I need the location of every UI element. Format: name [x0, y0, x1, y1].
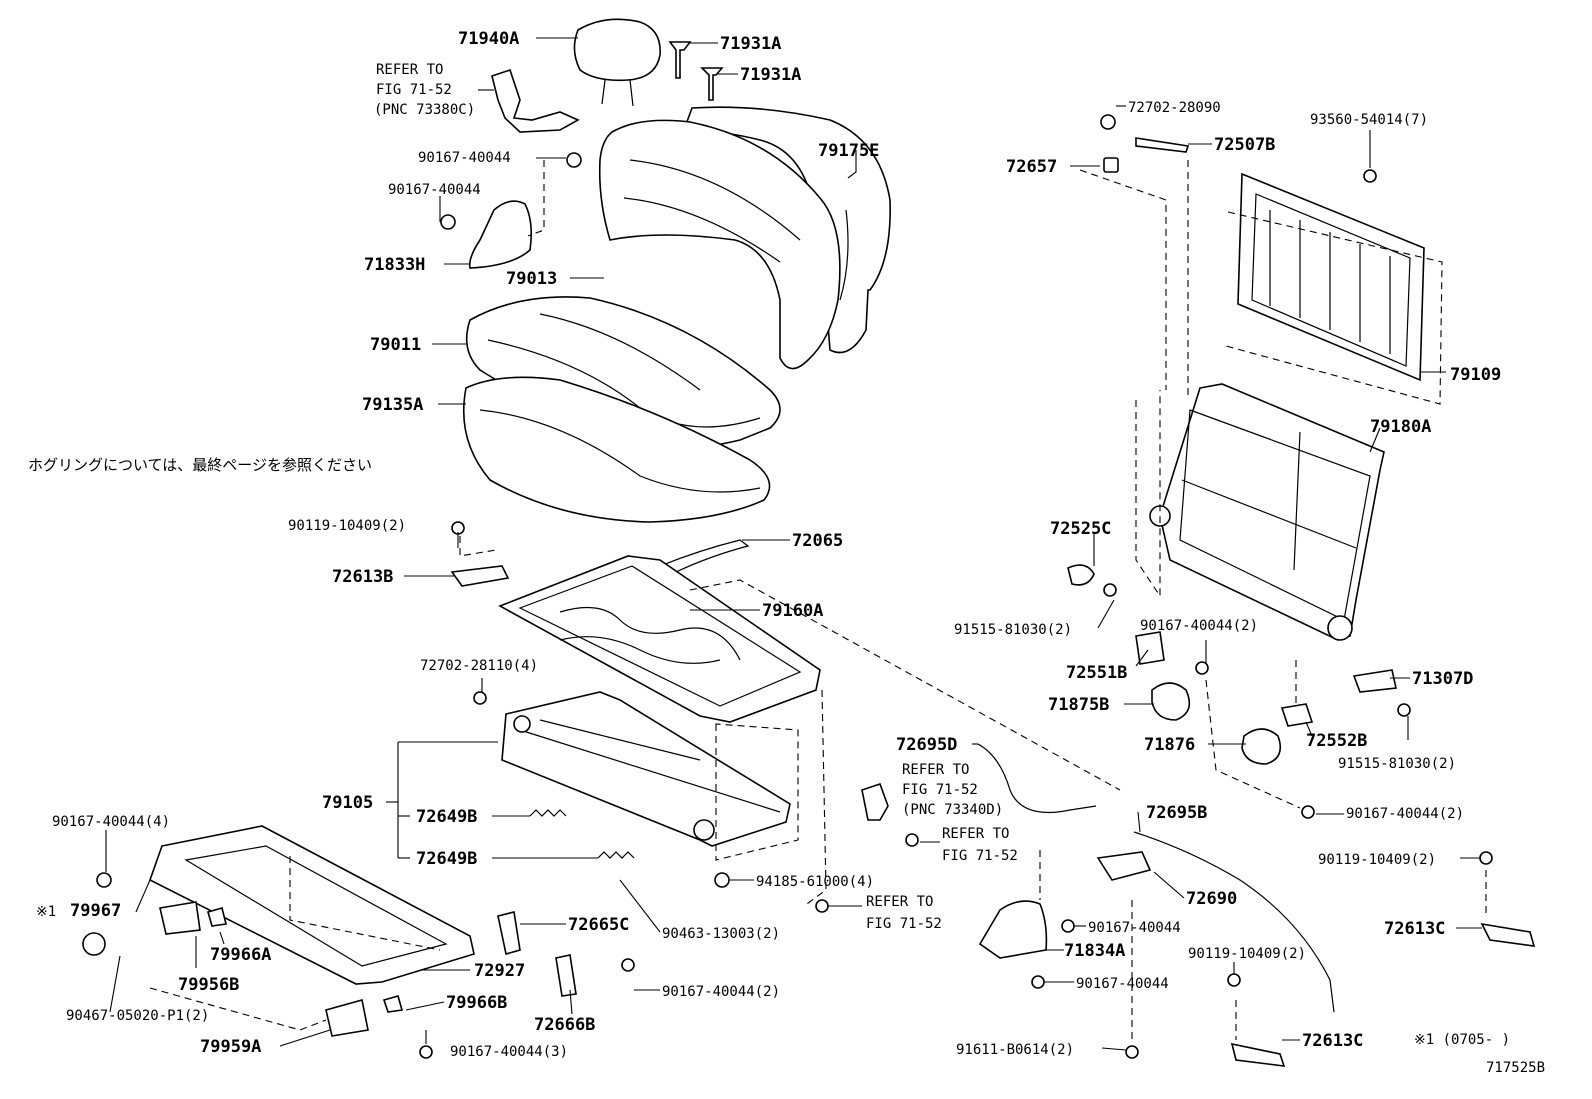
label-72690: 72690	[1186, 889, 1237, 909]
label-79109: 79109	[1450, 365, 1501, 385]
label-90167-2b: 90167-40044(2)	[1140, 618, 1258, 634]
label-79160a: 79160A	[762, 601, 823, 621]
figure-number: 717525B	[1486, 1060, 1545, 1076]
label-94185: 94185-61000(4)	[756, 874, 874, 890]
label-72525c: 72525C	[1050, 519, 1111, 539]
label-refer-3: REFER TO	[942, 826, 1009, 842]
label-72927: 72927	[474, 961, 525, 981]
headrest-supports	[668, 41, 724, 101]
label-refer-4: REFER TO	[866, 894, 933, 910]
label-71833h: 71833H	[364, 255, 425, 275]
hinge-72613b	[450, 565, 510, 587]
label-71931a-1: 71931A	[720, 34, 781, 54]
label-90167-c: 90167-40044	[1088, 920, 1181, 936]
label-79180a: 79180A	[1370, 417, 1431, 437]
label-90119-a: 90119-10409(2)	[288, 518, 406, 534]
guide-lines	[149, 160, 1487, 1040]
label-refer-2: REFER TO	[902, 762, 969, 778]
label-refer-2c: (PNC 73340D)	[902, 802, 1003, 818]
label-72695d: 72695D	[896, 735, 957, 755]
lower-cover	[149, 825, 475, 985]
label-79013: 79013	[506, 269, 557, 289]
label-71834a: 71834A	[1064, 941, 1125, 961]
label-90167-d: 90167-40044	[1076, 976, 1169, 992]
label-72657: 72657	[1006, 157, 1057, 177]
label-90167-4: 90167-40044(4)	[52, 814, 170, 830]
label-refer-2b: FIG 71-52	[902, 782, 978, 798]
label-72702-28110: 72702-28110(4)	[420, 658, 538, 674]
label-91515-b: 91515-81030(2)	[1338, 756, 1456, 772]
leader-lines	[105, 37, 1482, 1051]
side-protector	[468, 200, 532, 269]
label-90167-a: 90167-40044	[418, 150, 511, 166]
seat-cushion-frame	[498, 555, 821, 723]
label-91611: 91611-B0614(2)	[956, 1042, 1074, 1058]
label-72665c: 72665C	[568, 915, 629, 935]
label-90167-2c: 90167-40044(2)	[1346, 806, 1464, 822]
label-refer-4b: FIG 71-52	[866, 916, 942, 932]
label-72613c-2: 72613C	[1302, 1031, 1363, 1051]
label-72666b: 72666B	[534, 1015, 595, 1035]
label-90119-c: 90119-10409(2)	[1318, 852, 1436, 868]
label-90467: 90467-05020-P1(2)	[66, 1008, 209, 1024]
protector-71834a	[978, 900, 1048, 959]
label-72702-28090: 72702-28090	[1128, 100, 1221, 116]
label-71307d: 71307D	[1412, 669, 1473, 689]
release-cables	[977, 743, 1335, 1013]
label-90167-2a: 90167-40044(2)	[662, 984, 780, 1000]
brackets-right	[1067, 137, 1397, 727]
label-72507b: 72507B	[1214, 135, 1275, 155]
hog-ring-note: ホグリングについては、最終ページを参照ください	[28, 456, 372, 474]
label-71940a: 71940A	[458, 29, 519, 49]
label-71875b: 71875B	[1048, 695, 1109, 715]
label-72552b: 72552B	[1306, 731, 1367, 751]
label-72551b: 72551B	[1066, 663, 1127, 683]
seat-cushion-pad	[463, 376, 771, 523]
label-91515-a: 91515-81030(2)	[954, 622, 1072, 638]
recliner-covers	[1151, 682, 1282, 765]
seatback-cushion	[598, 119, 841, 370]
label-refer-3b: FIG 71-52	[942, 848, 1018, 864]
label-72649b-2: 72649B	[416, 849, 477, 869]
hinges-72613c	[1230, 922, 1536, 1067]
label-93560: 93560-54014(7)	[1310, 112, 1428, 128]
label-79966a: 79966A	[210, 945, 271, 965]
label-79967: 79967	[70, 901, 121, 921]
label-79175e: 79175E	[818, 141, 879, 161]
label-79956b: 79956B	[178, 975, 239, 995]
seat-belt-buckle-upper	[491, 68, 580, 133]
label-79011: 79011	[370, 335, 421, 355]
label-79135a: 79135A	[362, 395, 423, 415]
label-71931a-2: 71931A	[740, 65, 801, 85]
label-72613b: 72613B	[332, 567, 393, 587]
label-refer-1c: (PNC 73380C)	[374, 102, 475, 118]
label-79959a: 79959A	[200, 1037, 261, 1057]
label-72065: 72065	[792, 531, 843, 551]
headrest	[573, 18, 661, 107]
small-covers	[82, 901, 404, 1037]
seat-adjuster	[501, 691, 791, 847]
label-90167-3: 90167-40044(3)	[450, 1044, 568, 1060]
label-refer-1: REFER TO	[376, 62, 443, 78]
label-90463: 90463-13003(2)	[662, 926, 780, 942]
label-79105: 79105	[322, 793, 373, 813]
mark-1: ※1	[36, 904, 56, 920]
wire-72065	[658, 539, 750, 573]
seatback-frame	[1149, 383, 1385, 641]
label-71876: 71876	[1144, 735, 1195, 755]
footnote: ※1 (0705- )	[1414, 1032, 1510, 1048]
seatback-board	[1237, 172, 1425, 382]
label-72613c-1: 72613C	[1384, 919, 1445, 939]
seat-belt-buckle-lower	[861, 782, 889, 821]
label-72649b-1: 72649B	[416, 807, 477, 827]
brackets-lower	[497, 911, 577, 997]
part-labels: 71940A 71931A 71931A REFER TO FIG 71-52 …	[28, 29, 1545, 1076]
label-refer-1b: FIG 71-52	[376, 82, 452, 98]
label-90119-b: 90119-10409(2)	[1188, 946, 1306, 962]
label-90167-b: 90167-40044	[388, 182, 481, 198]
label-72695b: 72695B	[1146, 803, 1207, 823]
label-79966b: 79966B	[446, 993, 507, 1013]
springs	[529, 809, 635, 859]
